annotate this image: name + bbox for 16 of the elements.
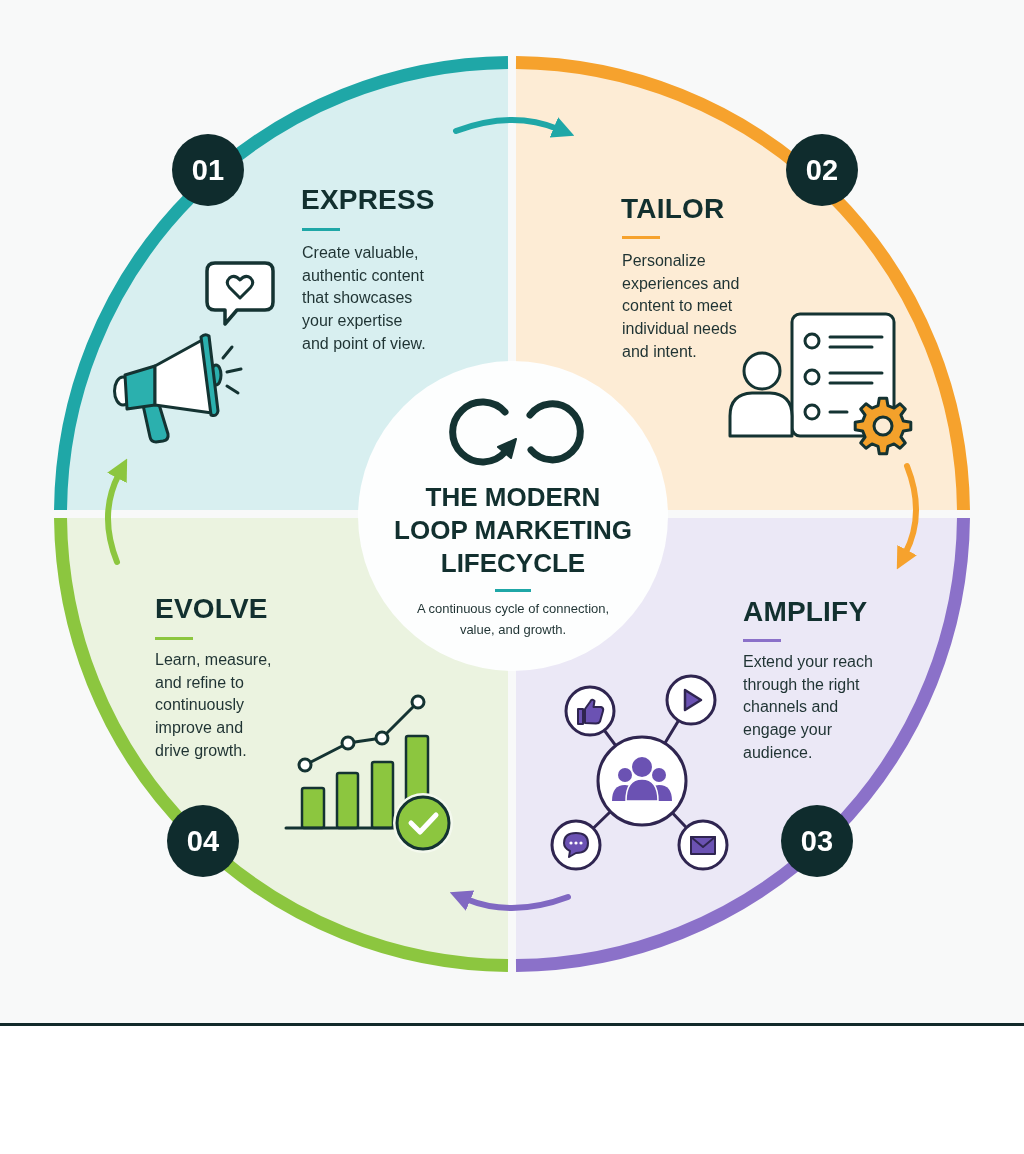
cycle-arrow [897, 463, 919, 570]
cycle-arrow [453, 117, 575, 138]
phase-title: EVOLVE [155, 593, 268, 625]
cycle-subtitle: A continuous cycle of connection, value, and growth. [415, 600, 611, 639]
cycle-arrow [105, 458, 127, 565]
step-number-badge: 01 [172, 134, 244, 206]
phase-title: EXPRESS [301, 184, 435, 216]
phase-description: Create valuable, authentic content that showcases your expertise and point of view. [302, 243, 427, 354]
phase-description: Extend your reach through the right channels and engage your audience. [743, 652, 874, 763]
phase-title: AMPLIFY [743, 596, 868, 628]
step-number-badge: 02 [786, 134, 858, 206]
cycle-arrow [449, 890, 571, 911]
phase-title: TAILOR [621, 193, 725, 225]
cycle-title: THE MODERN LOOP MARKETING LIFECYCLE [393, 481, 633, 580]
phase-description: Learn, measure, and refine to continuously improve and drive growth. [155, 650, 273, 761]
phase-description: Personalize experiences and content to meet individual needs and intent. [622, 251, 741, 362]
